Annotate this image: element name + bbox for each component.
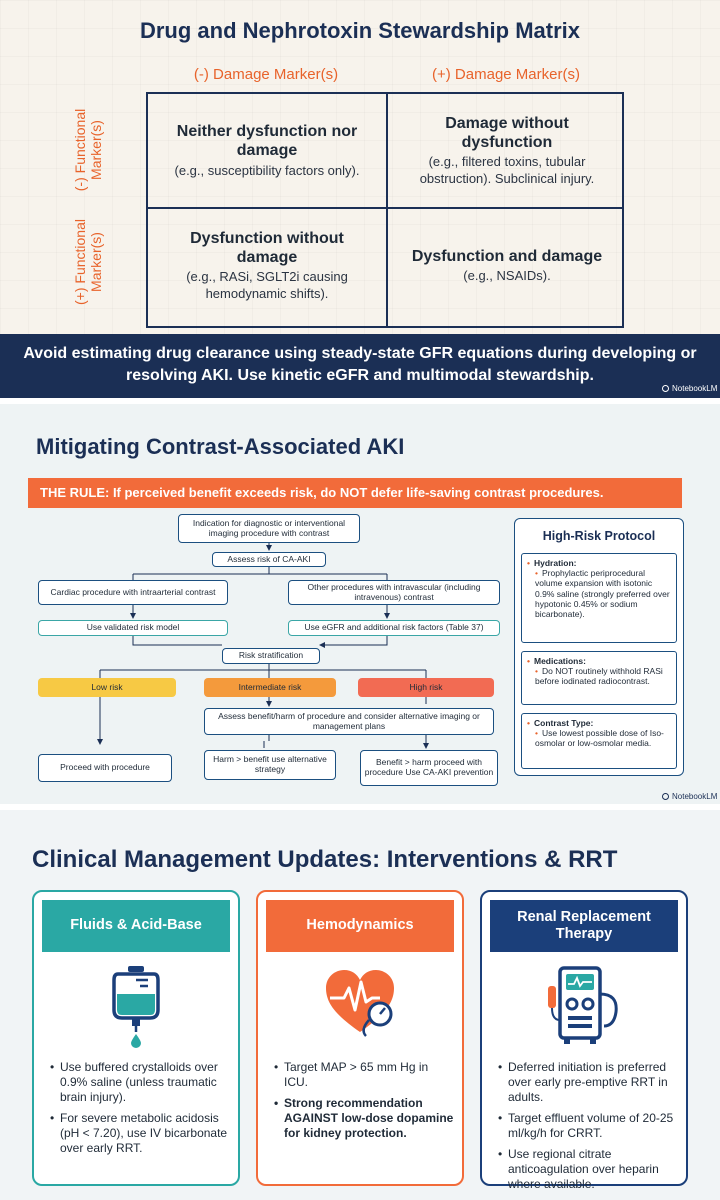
flow-step-cardiac: Cardiac procedure with intraarterial con… xyxy=(38,580,228,605)
card-heading: Contrast Type: xyxy=(527,718,671,728)
panel-title: High-Risk Protocol xyxy=(542,529,656,543)
flow-step-validated-model: Use validated risk model xyxy=(38,620,228,636)
medications-card: Medications: Do NOT routinely withhold R… xyxy=(521,651,677,705)
hemodynamics-card: Hemodynamics Target MAP > 65 mm Hg in IC… xyxy=(256,890,464,1186)
slide-title: Mitigating Contrast-Associated AKI xyxy=(36,434,405,459)
bullet-list: Deferred initiation is preferred over ea… xyxy=(498,1060,678,1198)
cell-description: (e.g., susceptibility factors only). xyxy=(174,162,360,178)
flow-arrow xyxy=(132,567,388,580)
flow-step-indication: Indication for diagnostic or interventio… xyxy=(178,514,360,543)
watermark-text: NotebookLM xyxy=(672,792,718,801)
column-header-positive-damage: (+) Damage Marker(s) xyxy=(432,66,580,83)
list-item: Strong recommendation AGAINST low-dose d… xyxy=(274,1096,454,1141)
notebooklm-logo-icon xyxy=(662,385,669,392)
matrix-divider xyxy=(386,94,388,326)
risk-level-high: High risk xyxy=(358,678,494,697)
hydration-card: Hydration: Prophylactic periprocedural v… xyxy=(521,553,677,643)
card-heading: Medications: xyxy=(527,656,671,666)
list-item: Deferred initiation is preferred over ea… xyxy=(498,1060,678,1105)
watermark-text: NotebookLM xyxy=(672,384,718,393)
matrix-cell-dysfunction-and-damage: Dysfunction and damage (e.g., NSAIDs). xyxy=(388,209,626,322)
cell-description: (e.g., RASi, SGLT2i causing hemodynamic … xyxy=(186,269,348,301)
flow-step-risk-stratification: Risk stratification xyxy=(222,648,320,664)
card-heading: Renal Replacement Therapy xyxy=(490,900,678,952)
watermark: NotebookLM xyxy=(662,384,717,393)
flow-arrow xyxy=(99,664,427,678)
notebooklm-logo-icon xyxy=(662,793,669,800)
row-header-negative-functional: (-) Functional Marker(s) xyxy=(71,108,104,192)
clinical-management-slide: Clinical Management Updates: Interventio… xyxy=(0,810,720,1200)
watermark: NotebookLM xyxy=(662,792,717,801)
fluids-acid-base-card: Fluids & Acid-Base Use buffered crystall… xyxy=(32,890,240,1186)
flow-arrow xyxy=(132,636,388,645)
matrix-cell-dysfunction-without-damage: Dysfunction without damage (e.g., RASi, … xyxy=(148,209,386,322)
flowchart-connectors xyxy=(97,543,720,804)
cell-description: (e.g., filtered toxins, tubular obstruct… xyxy=(419,154,595,186)
key-message-banner: Avoid estimating drug clearance using st… xyxy=(0,334,720,398)
high-risk-protocol-panel: High-Risk Protocol Hydration: Prophylact… xyxy=(514,518,684,776)
contrast-type-card: Contrast Type: Use lowest possible dose … xyxy=(521,713,677,769)
slide-title: Drug and Nephrotoxin Stewardship Matrix xyxy=(139,18,581,43)
flow-step-proceed: Proceed with procedure xyxy=(38,754,172,782)
iv-bag-icon xyxy=(112,966,160,1048)
cell-heading: Neither dysfunction nor damage xyxy=(176,123,358,160)
card-text: Do NOT routinely withhold RASi before io… xyxy=(527,666,671,686)
row-header-positive-functional: (+) Functional Marker(s) xyxy=(71,219,104,305)
risk-level-intermediate: Intermediate risk xyxy=(204,678,336,697)
matrix-divider xyxy=(148,207,622,209)
renal-replacement-therapy-card: Renal Replacement Therapy Deferred initi… xyxy=(480,890,688,1191)
card-text: Prophylactic periprocedural volume expan… xyxy=(527,568,671,619)
risk-level-low: Low risk xyxy=(38,678,176,697)
flow-step-egfr: Use eGFR and additional risk factors (Ta… xyxy=(288,620,500,636)
list-item: Target effluent volume of 20-25 ml/kg/h … xyxy=(498,1111,678,1141)
bullet-list: Target MAP > 65 mm Hg in ICU. Strong rec… xyxy=(274,1060,454,1147)
flow-step-other-procedures: Other procedures with intravascular (inc… xyxy=(288,580,500,605)
flow-step-assess-risk: Assess risk of CA-AKI xyxy=(212,552,326,567)
cell-heading: Damage without dysfunction xyxy=(445,115,569,152)
flow-step-harm-outweighs: Harm > benefit use alternative strategy xyxy=(204,750,336,780)
rule-banner: THE RULE: If perceived benefit exceeds r… xyxy=(28,478,682,508)
matrix-cell-neither: Neither dysfunction nor damage (e.g., su… xyxy=(148,94,386,207)
stewardship-matrix: Neither dysfunction nor damage (e.g., su… xyxy=(146,92,624,328)
card-heading: Fluids & Acid-Base xyxy=(42,900,230,952)
list-item: Target MAP > 65 mm Hg in ICU. xyxy=(274,1060,454,1090)
cell-description: (e.g., NSAIDs). xyxy=(463,267,551,283)
dialysis-machine-icon xyxy=(548,966,618,1044)
list-item: For severe metabolic acidosis (pH < 7.20… xyxy=(50,1111,230,1156)
flow-step-benefit-harm: Assess benefit/harm of procedure and con… xyxy=(204,708,494,735)
stewardship-matrix-slide: Drug and Nephrotoxin Stewardship Matrix … xyxy=(0,0,720,398)
card-heading: Hydration: xyxy=(527,558,671,568)
slide-title: Clinical Management Updates: Interventio… xyxy=(32,846,618,873)
column-header-negative-damage: (-) Damage Marker(s) xyxy=(193,66,339,83)
heart-pressure-icon xyxy=(326,970,394,1037)
bullet-list: Use buffered crystalloids over 0.9% sali… xyxy=(50,1060,230,1162)
matrix-cell-damage-without-dysfunction: Damage without dysfunction (e.g., filter… xyxy=(388,94,626,207)
list-item: Use buffered crystalloids over 0.9% sali… xyxy=(50,1060,230,1105)
cell-heading: Dysfunction without damage xyxy=(190,230,344,267)
card-text: Use lowest possible dose of Iso-osmolar … xyxy=(527,728,671,748)
flow-step-benefit-outweighs: Benefit > harm proceed with procedure Us… xyxy=(360,750,498,786)
flow-arrow xyxy=(263,735,426,748)
list-item: Use regional citrate anticoagulation ove… xyxy=(498,1147,678,1192)
cell-heading: Dysfunction and damage xyxy=(411,247,603,265)
contrast-aki-slide: Mitigating Contrast-Associated AKI THE R… xyxy=(0,404,720,804)
card-heading: Hemodynamics xyxy=(266,900,454,952)
